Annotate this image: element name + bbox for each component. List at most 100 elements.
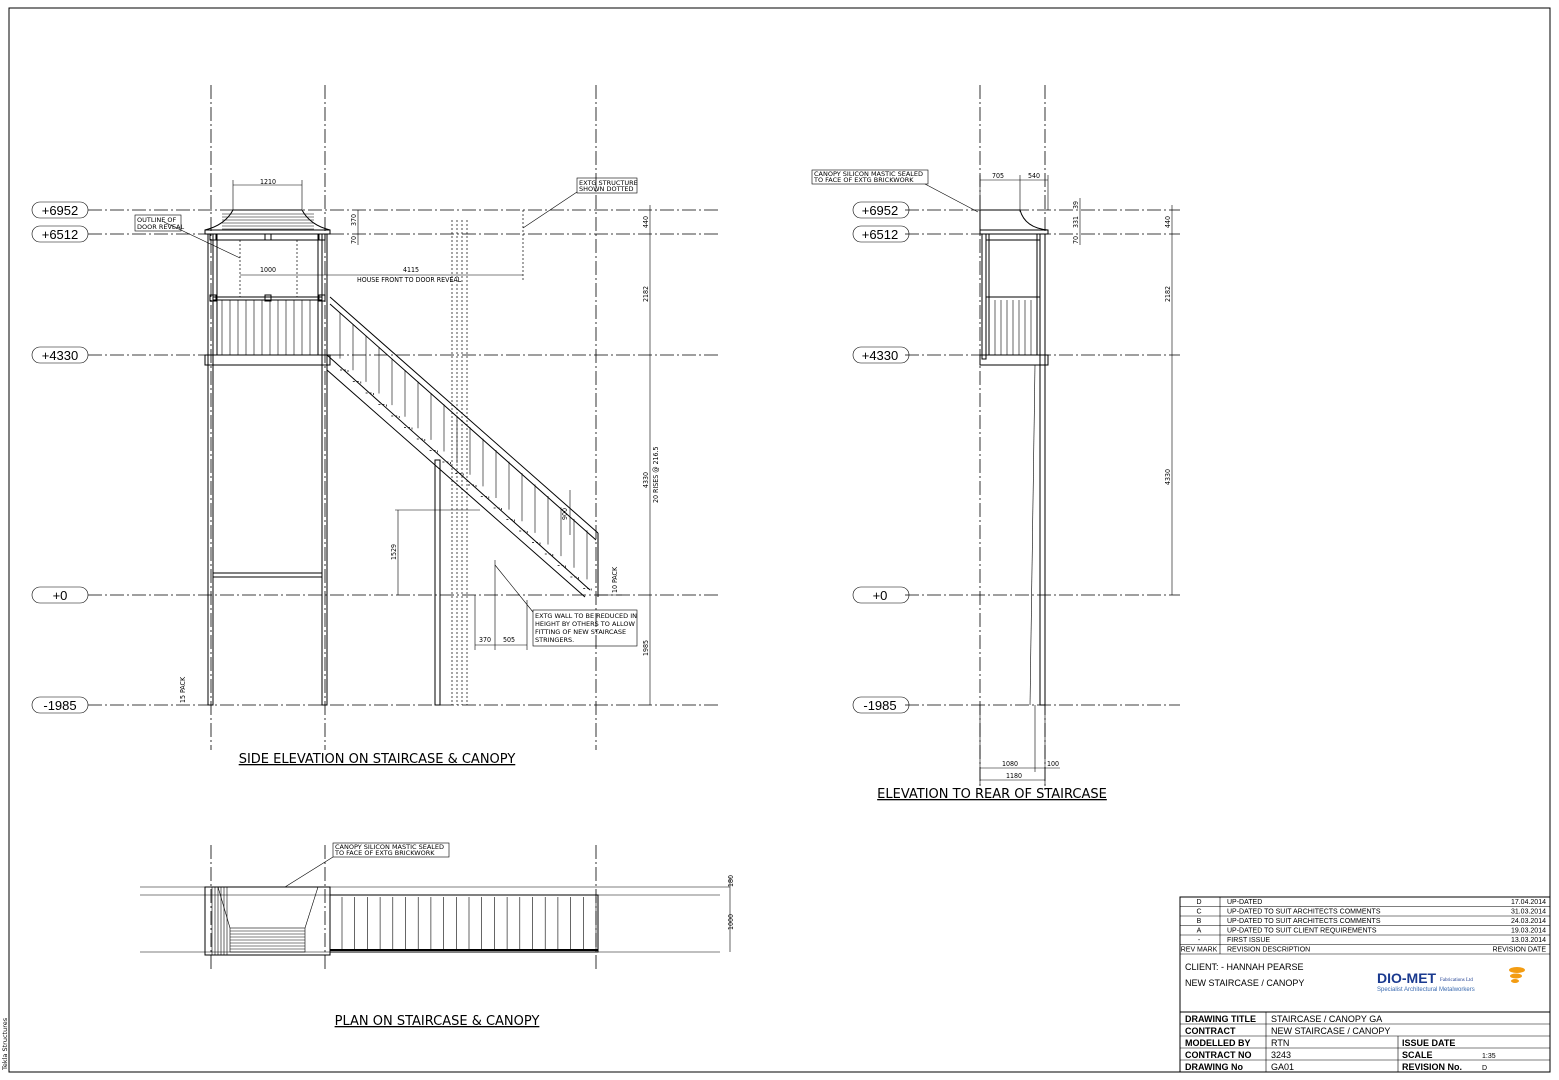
dim-pack-top: 10 PACK	[611, 566, 619, 593]
dim-331: 331	[1072, 216, 1080, 228]
revision-description: FIRST ISSUE	[1227, 937, 1270, 944]
stair-tread	[544, 553, 554, 558]
svg-text:FITTING OF NEW STAIRCASE: FITTING OF NEW STAIRCASE	[535, 628, 626, 636]
svg-text:HEIGHT BY OTHERS TO ALLOW: HEIGHT BY OTHERS TO ALLOW	[535, 620, 636, 628]
platform	[204, 354, 331, 366]
rear-dimension-lines	[924, 175, 1173, 785]
dim-rear-2182: 2182	[1164, 286, 1172, 302]
level-label: +6512	[862, 227, 899, 242]
field-value: 3243	[1271, 1050, 1291, 1060]
stair-tread	[532, 542, 541, 547]
level-label: +0	[873, 588, 888, 603]
dim-1985: 1985	[642, 640, 650, 656]
dim-4330: 4330	[642, 472, 650, 488]
plan-stair	[329, 894, 599, 953]
revision-date: REVISION DATE	[1492, 947, 1546, 954]
post-right	[321, 233, 328, 706]
rear-post	[1039, 233, 1046, 706]
level-label: -1985	[863, 698, 896, 713]
dim-900: 900	[561, 508, 569, 520]
platform-balustrade	[209, 233, 326, 355]
field-value: STAIRCASE / CANOPY GA	[1271, 1014, 1382, 1024]
post-left	[207, 233, 214, 706]
svg-text:EXTG WALL TO BE REDUCED IN: EXTG WALL TO BE REDUCED IN	[535, 612, 637, 620]
rear-elevation: 705 540 39 331 70 440 2182 4330 1080 100…	[811, 169, 1173, 802]
stair-tread	[480, 496, 490, 501]
svg-text:TO FACE OF EXTG BRICKWORK: TO FACE OF EXTG BRICKWORK	[813, 176, 914, 184]
dim-1080: 1080	[1002, 760, 1018, 768]
side-dimension-lines	[163, 180, 651, 705]
level-tag	[31, 225, 89, 243]
field-value: 1:35	[1482, 1053, 1496, 1060]
dim-canopy-height: 370	[350, 214, 358, 226]
level-tag	[31, 586, 89, 604]
stair-tread	[519, 530, 528, 535]
level-label: +4330	[42, 348, 79, 363]
svg-text:OUTLINE OF: OUTLINE OF	[137, 216, 177, 224]
rear-elevation-title: ELEVATION TO REAR OF STAIRCASE	[877, 787, 1107, 802]
field-label: SCALE	[1402, 1050, 1433, 1060]
field-label: REVISION No.	[1402, 1062, 1462, 1072]
svg-text:Specialist Architectural Metal: Specialist Architectural Metalworkers	[1377, 987, 1475, 993]
side-elevation: 1210 370 70 1000 4115 HOUSE FRONT TO DOO…	[134, 177, 660, 767]
dim-39: 39	[1072, 201, 1080, 209]
level-label: +0	[53, 588, 68, 603]
stair-tread	[442, 461, 451, 466]
dim-rear-4330: 4330	[1164, 469, 1172, 485]
note-existing-wall: EXTG WALL TO BE REDUCED IN HEIGHT BY OTH…	[532, 609, 638, 647]
svg-text:DOOR REVEAL: DOOR REVEAL	[137, 223, 184, 231]
level-label: -1985	[43, 698, 76, 713]
revision-date: 31.03.2014	[1511, 909, 1546, 916]
dim-100: 100	[1047, 760, 1059, 768]
svg-text:DIO-MET: DIO-MET	[1377, 970, 1437, 986]
side-elevation-title: SIDE ELEVATION ON STAIRCASE & CANOPY	[239, 752, 516, 767]
revision-description: UP-DATED	[1227, 899, 1262, 906]
level-label: +6512	[42, 227, 79, 242]
field-label: DRAWING TITLE	[1185, 1014, 1256, 1024]
svg-text:CANOPY SILICON MASTIC SEALED: CANOPY SILICON MASTIC SEALED	[335, 843, 444, 851]
field-label: MODELLED BY	[1185, 1038, 1251, 1048]
dim-house-front-label: HOUSE FRONT TO DOOR REVEAL	[357, 276, 462, 284]
existing-wall	[434, 459, 441, 706]
dim-370: 370	[479, 636, 491, 644]
stair-tread	[429, 450, 438, 455]
revision-mark: A	[1197, 928, 1202, 935]
field-value: NEW STAIRCASE / CANOPY	[1271, 1026, 1390, 1036]
stair-tread	[468, 484, 477, 489]
revision-date: 24.03.2014	[1511, 918, 1546, 925]
revision-description: UP-DATED TO SUIT ARCHITECTS COMMENTS	[1227, 909, 1381, 916]
dim-plan-180: 180	[727, 875, 735, 887]
level-tag	[31, 696, 89, 714]
revision-date: 19.03.2014	[1511, 928, 1546, 935]
level-tag	[852, 346, 910, 364]
dim-70: 70	[1072, 236, 1080, 244]
sheet-border	[8, 7, 1551, 1073]
field-value: GA01	[1271, 1062, 1294, 1072]
stair-tread	[352, 381, 362, 386]
dim-fascia: 70	[350, 236, 358, 244]
stair-tread	[493, 507, 502, 512]
dim-rises: 20 RISES @ 216.5	[652, 446, 660, 503]
stair-tread	[378, 404, 387, 409]
revision-mark: B	[1197, 918, 1202, 925]
stringer	[326, 354, 591, 591]
dim-canopy-width: 1210	[260, 178, 276, 186]
stair-tread	[583, 588, 592, 593]
svg-text:SHOWN DOTTED: SHOWN DOTTED	[579, 185, 634, 193]
field-value: RTN	[1271, 1038, 1289, 1048]
stair-tread	[391, 415, 400, 420]
client-name: CLIENT: - HANNAH PEARSE	[1185, 962, 1304, 972]
field-label: ISSUE DATE	[1402, 1038, 1455, 1048]
level-markers: +6952+6952+6512+6512+4330+4330+0+0-1985-…	[31, 201, 1180, 714]
revision-description: REVISION DESCRIPTION	[1227, 947, 1310, 954]
stair-tread	[570, 576, 579, 581]
stair-tread	[340, 369, 349, 374]
revision-date: 17.04.2014	[1511, 899, 1546, 906]
revision-description: UP-DATED TO SUIT CLIENT REQUIREMENTS	[1227, 928, 1377, 935]
dim-440: 440	[642, 216, 650, 228]
level-tag	[852, 586, 910, 604]
company-logo: DIO-MET Fabrications Ltd Specialist Arch…	[1377, 967, 1525, 993]
level-label: +4330	[862, 348, 899, 363]
stair-tread	[506, 519, 515, 524]
